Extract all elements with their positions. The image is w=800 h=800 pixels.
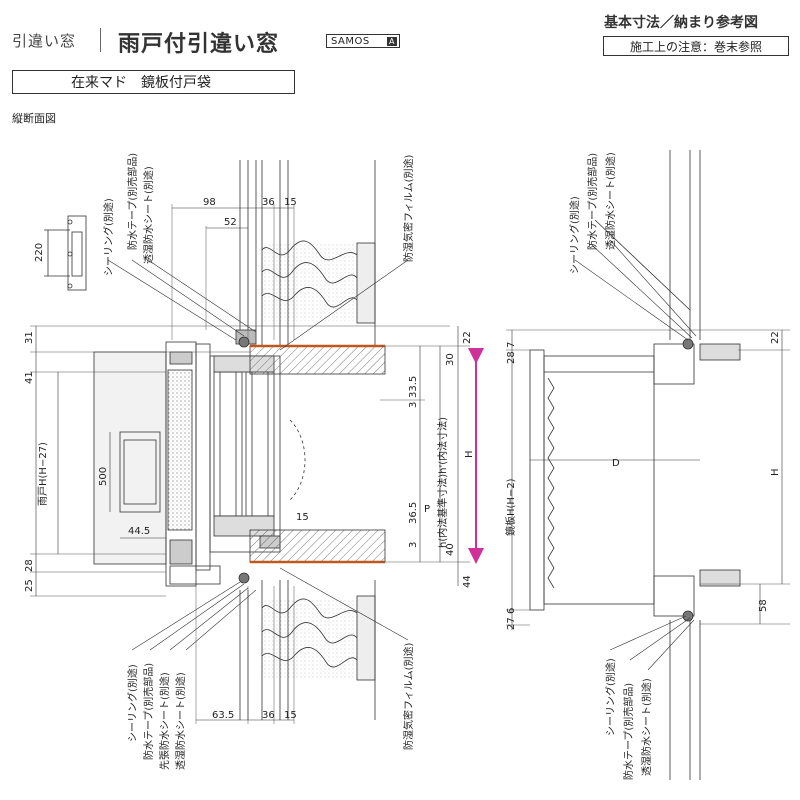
- right-box: [529, 338, 741, 622]
- callout-sheet-bottom: 透湿防水シート(別途): [174, 672, 187, 770]
- dim-25: 25: [24, 579, 35, 592]
- dim-33-5: 33.5: [408, 376, 419, 398]
- dim-220: 220: [34, 243, 45, 262]
- callout-sheet-right-top: 透湿防水シート(別途): [604, 152, 617, 250]
- dimension-labels: 98 36 15 52 220 31 41 雨戸H(H−27) 500 44.5…: [24, 197, 781, 721]
- inner-height-label: h(内法基準寸法)h'(内法寸法): [436, 417, 449, 548]
- dim-d: D: [612, 458, 620, 469]
- header-divider: [100, 28, 101, 52]
- dim-31: 31: [24, 331, 35, 344]
- kagami-height-label: 鏡板H(H−2): [504, 478, 517, 536]
- dim-15-bottom: 15: [284, 710, 297, 721]
- section-label: 縦断面図: [12, 112, 56, 125]
- dim-41: 41: [24, 371, 35, 384]
- dim-40: 40: [445, 543, 456, 556]
- callout-sheet-right-bottom: 透湿防水シート(別途): [640, 678, 653, 776]
- dim-p: P: [424, 504, 430, 515]
- amado-height-label: 雨戸H(H−27): [37, 442, 49, 506]
- callout-sealing-bottom: シーリング(別途): [126, 664, 139, 742]
- dim-28-left: 28: [24, 559, 35, 572]
- dim-15-mid: 15: [296, 512, 309, 523]
- dim-58: 58: [758, 599, 769, 612]
- shutter-box: [93, 341, 221, 587]
- callout-sealing-top: シーリング(別途): [102, 198, 115, 276]
- dim-44: 44: [462, 575, 473, 588]
- series-name: SAMOS: [331, 36, 370, 47]
- dim-98: 98: [203, 197, 216, 208]
- right-leader-lines: [574, 239, 697, 671]
- right-dim-lines: [511, 330, 783, 630]
- callout-tape-right-top: 防水テープ(別売部品): [586, 153, 599, 250]
- dim-52: 52: [224, 217, 237, 228]
- callout-advanced-sheet: 先張防水シート(別途): [158, 672, 171, 770]
- leader-lines: [107, 259, 409, 651]
- right-ext-lines: [506, 329, 790, 626]
- callout-sealing-right-top: シーリング(別途): [568, 196, 581, 274]
- construction-note: 施工上の注意：巻末参照: [603, 36, 789, 56]
- dim-36-bottom: 36: [262, 710, 275, 721]
- page-title: 雨戸付引違い窓: [118, 32, 280, 57]
- callout-labels: シーリング(別途) 防水テープ(別売部品) 透湿防水シート(別途) 防湿気密フィ…: [102, 152, 653, 780]
- dim-h-right: H: [770, 468, 781, 476]
- interior-timber: [249, 344, 386, 564]
- left-section: [30, 160, 484, 724]
- callout-tape-top: 防水テープ(別売部品): [126, 153, 139, 250]
- series-tag: A: [387, 37, 397, 46]
- dim-3-top: 3: [408, 402, 419, 408]
- drawing-title: 基本寸法／納まり参考図: [604, 15, 758, 31]
- callout-tape-right-bottom: 防水テープ(別売部品): [622, 683, 635, 780]
- dimension-lines: [35, 207, 459, 721]
- dim-h-left: H: [464, 450, 475, 458]
- dim-28-right: 28: [506, 351, 517, 364]
- dim-63-5: 63.5: [212, 710, 234, 721]
- bracket-detail: [44, 215, 87, 291]
- callout-sheet-top: 透湿防水シート(別途): [142, 166, 155, 264]
- dim-22-right: 22: [770, 331, 781, 344]
- dim-3-bottom: 3: [408, 542, 419, 548]
- dim-500: 500: [98, 467, 109, 486]
- callout-tape-bottom: 防水テープ(別売部品): [142, 663, 155, 760]
- dim-15-top: 15: [284, 197, 297, 208]
- dim-44-5: 44.5: [128, 526, 150, 537]
- dim-7-right: 7: [506, 342, 517, 348]
- dim-27-right: 27: [506, 617, 517, 630]
- series-badge: SAMOS A: [326, 34, 400, 48]
- wall-bottom: [239, 580, 376, 720]
- product-subtitle: 在来マド 鏡板付戸袋: [12, 70, 295, 94]
- callout-film-top: 防湿気密フィルム(別途): [402, 154, 415, 262]
- extension-lines: [30, 204, 470, 724]
- right-section: [506, 150, 790, 780]
- dim-6-right: 6: [506, 608, 517, 614]
- category-label: 引違い窓: [12, 32, 77, 50]
- dim-22-left: 22: [462, 331, 473, 344]
- dim-36-top: 36: [262, 197, 275, 208]
- dim-36-5: 36.5: [408, 502, 419, 524]
- callout-film-bottom: 防湿気密フィルム(別途): [402, 642, 415, 750]
- wall-top: [239, 160, 376, 345]
- dim-30: 30: [445, 353, 456, 366]
- right-wall: [594, 150, 701, 780]
- callout-sealing-right-bottom: シーリング(別途): [604, 658, 617, 736]
